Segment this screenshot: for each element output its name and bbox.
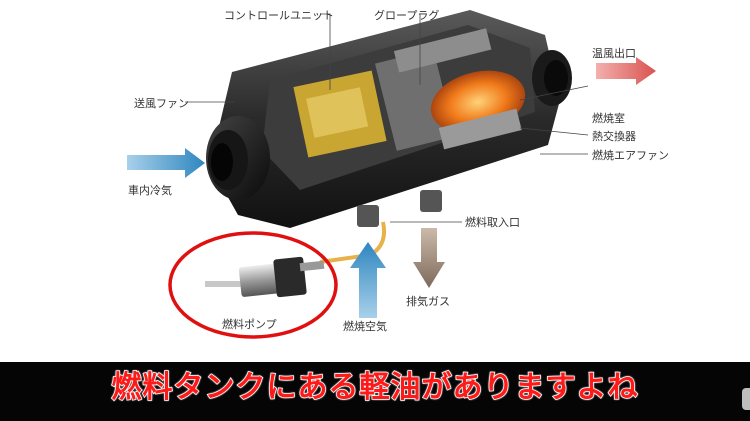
warm-air-arrow bbox=[596, 57, 656, 85]
label-combustion-air-fan: 燃焼エアファン bbox=[592, 149, 669, 162]
label-fan: 送風ファン bbox=[134, 97, 189, 110]
label-cabin-cold-air: 車内冷気 bbox=[128, 184, 172, 197]
label-combustion-air: 燃焼空気 bbox=[343, 320, 387, 333]
caption-text: 燃料タンクにある軽油がありますよね bbox=[111, 369, 639, 406]
label-combustion-chamber: 燃焼室 bbox=[592, 112, 625, 125]
heater-body bbox=[206, 10, 572, 264]
label-fuel-inlet: 燃料取入口 bbox=[465, 216, 520, 229]
combustion-air-arrow bbox=[350, 242, 386, 318]
exhaust-arrow bbox=[413, 228, 445, 288]
highlight-circle bbox=[168, 231, 338, 339]
caption-band bbox=[0, 362, 750, 421]
label-warm-air-out: 温風出口 bbox=[592, 47, 636, 60]
label-fuel-pump: 燃料ポンプ bbox=[222, 318, 277, 331]
leader-lines bbox=[185, 13, 589, 223]
edge-tab bbox=[742, 388, 750, 410]
fuel-pump bbox=[205, 256, 325, 298]
label-control-unit: コントロールユニット bbox=[224, 9, 334, 22]
label-heat-exchanger: 熱交換器 bbox=[592, 130, 636, 143]
cold-air-arrow bbox=[127, 148, 205, 178]
label-glow-plug: グロープラグ bbox=[374, 9, 440, 22]
label-exhaust-gas: 排気ガス bbox=[406, 295, 450, 308]
